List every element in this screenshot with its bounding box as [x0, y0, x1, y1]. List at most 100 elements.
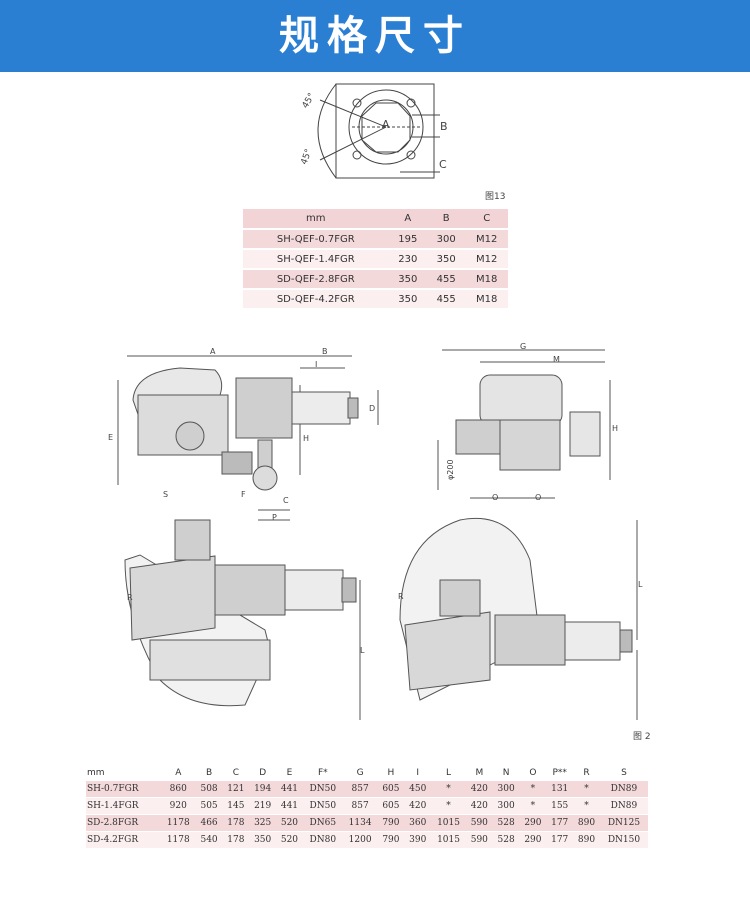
header-cell: G — [356, 768, 364, 778]
angle-label-bottom: 45° — [299, 147, 315, 167]
table-cell: SD-QEF-4.2FGR — [243, 289, 389, 310]
table-cell: 230 — [388, 249, 428, 270]
dim-label-c: C — [439, 158, 447, 171]
table-cell: 420 — [465, 781, 493, 798]
header-cell: H — [387, 768, 395, 778]
table-cell: 890 — [573, 814, 600, 832]
table-cell: DN125 — [599, 814, 648, 832]
table-cell: 420 — [465, 797, 493, 815]
table-row: SD-QEF-4.2FGR 350 455 M18 — [243, 289, 508, 310]
table-cell: 505 — [195, 797, 223, 815]
table-cell: 300 — [427, 229, 466, 250]
table-cell: 1178 — [160, 831, 196, 849]
table-cell: 450 — [404, 781, 432, 798]
table-cell: 890 — [573, 831, 600, 849]
dim-label-s: S — [163, 490, 169, 499]
table-cell: 350 — [388, 269, 428, 290]
dim-label-l2: L — [638, 580, 643, 589]
table-cell: 1134 — [342, 814, 378, 832]
table-cell: 455 — [427, 289, 466, 310]
table-cell: M18 — [465, 269, 508, 290]
dim-label-l1: L — [360, 646, 365, 655]
table-cell: * — [519, 797, 547, 815]
table-cell: DN89 — [599, 781, 648, 798]
table-cell: 857 — [342, 781, 378, 798]
dim-label-c: C — [283, 496, 289, 505]
dim-label-b: B — [322, 347, 328, 356]
dim-label-r1: R — [127, 593, 133, 602]
table-cell: 145 — [222, 797, 250, 815]
table-cell: 290 — [519, 831, 547, 849]
dim-label-r2: R — [398, 592, 404, 601]
dim-label-b: B — [440, 120, 448, 133]
figure13-label: 图13 — [485, 192, 506, 202]
dim-label-o2: O — [535, 493, 542, 502]
table-cell: SD-4.2FGR — [86, 831, 161, 849]
table-cell: 300 — [492, 797, 520, 815]
flange-dimension-table: mm A B C SH-QEF-0.7FGR 195 300 M12 SH-QE… — [243, 209, 508, 310]
table-cell: 590 — [465, 831, 493, 849]
angle-label-top: 45° — [300, 91, 318, 111]
header-cell: L — [446, 768, 452, 778]
table-cell: DN89 — [599, 797, 648, 815]
table-cell: 390 — [404, 831, 432, 849]
table-cell: 441 — [276, 797, 303, 815]
table-cell: 131 — [546, 781, 574, 798]
table-cell: M12 — [465, 249, 508, 270]
table-cell: 121 — [222, 781, 250, 798]
table-cell: 528 — [492, 831, 520, 849]
header-cell: S — [621, 768, 627, 778]
table-cell: 605 — [377, 797, 405, 815]
table-cell: DN50 — [302, 797, 343, 815]
dim-label-h: H — [303, 434, 310, 443]
table-cell: 177 — [546, 814, 574, 832]
table-cell: 590 — [465, 814, 493, 832]
table-cell: 177 — [546, 831, 574, 849]
table-cell: 528 — [492, 814, 520, 832]
dim-label-m: M — [553, 355, 560, 364]
table-row: SH-QEF-1.4FGR 230 350 M12 — [243, 249, 508, 270]
table-cell: * — [573, 781, 600, 798]
table-cell: 1015 — [431, 831, 466, 849]
table-cell: 520 — [276, 831, 303, 849]
table-cell: * — [431, 797, 466, 815]
dim-label-phi: φ200 — [446, 459, 455, 480]
table-header-row: mm A B C D E F* G H I L M N O P** R S — [86, 765, 648, 781]
dim-label-d: D — [369, 404, 376, 413]
dim-label-h2: H — [612, 424, 619, 433]
header-cell: mm — [87, 768, 105, 778]
header-cell: mm — [243, 209, 389, 230]
table-cell: 790 — [377, 831, 405, 849]
table-cell: DN150 — [599, 831, 648, 849]
table-cell: SH-1.4FGR — [86, 797, 161, 815]
table-cell: DN65 — [302, 814, 343, 832]
table-cell: 350 — [388, 289, 428, 310]
table-cell: 857 — [342, 797, 378, 815]
dim-label-g: G — [520, 342, 527, 351]
table-cell: SH-0.7FGR — [86, 781, 161, 798]
table-cell: 466 — [195, 814, 223, 832]
table-cell: 155 — [546, 797, 574, 815]
table-cell: 219 — [249, 797, 277, 815]
dim-label-p: P — [272, 513, 277, 522]
header-cell: P** — [552, 768, 567, 778]
dim-label-a: A — [210, 347, 216, 356]
table-cell: 1200 — [342, 831, 378, 849]
dim-label-f: F — [241, 490, 246, 499]
table-cell: SH-QEF-1.4FGR — [243, 249, 389, 270]
burner-dimension-table: mm A B C D E F* G H I L M N O P** R S SH… — [86, 765, 648, 849]
table-cell: 420 — [404, 797, 432, 815]
table-cell: 360 — [404, 814, 432, 832]
table-cell: 325 — [249, 814, 277, 832]
table-cell: SH-QEF-0.7FGR — [243, 229, 389, 250]
table-cell: 300 — [492, 781, 520, 798]
table-cell: 350 — [249, 831, 277, 849]
header-cell: M — [475, 768, 484, 778]
table-cell: 441 — [276, 781, 303, 798]
table-cell: 920 — [160, 797, 196, 815]
table-row: SD-QEF-2.8FGR 350 455 M18 — [243, 269, 508, 290]
table-cell: 195 — [388, 229, 428, 250]
header-banner — [0, 0, 750, 72]
